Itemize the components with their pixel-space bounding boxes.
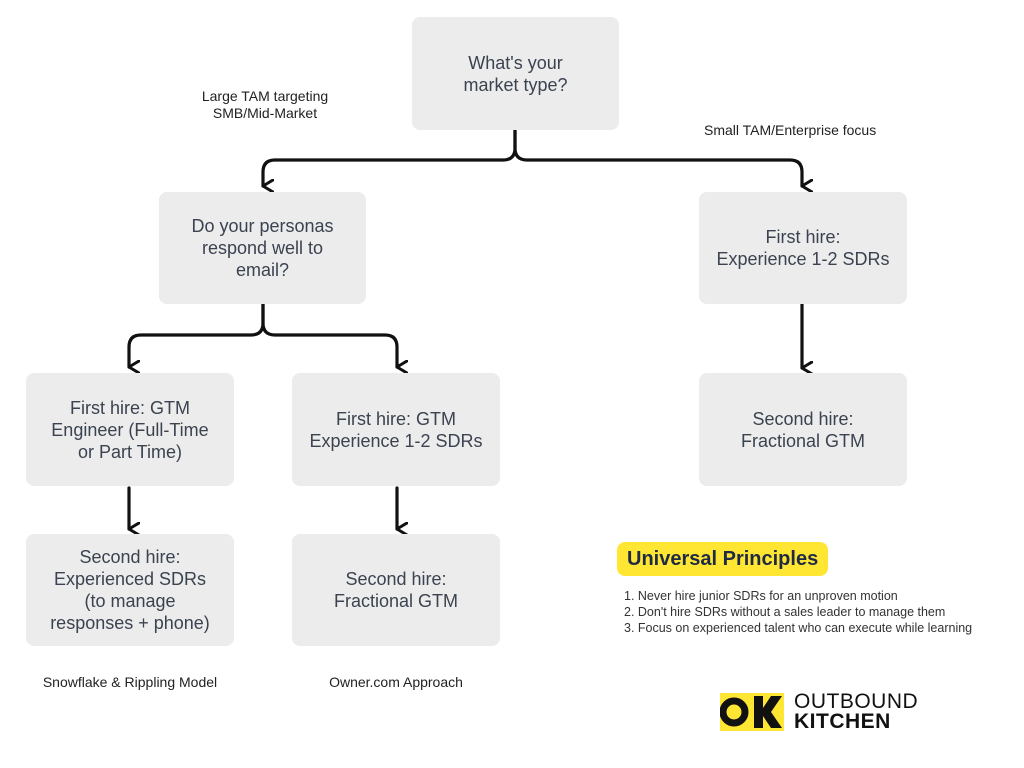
connector-personas-right bbox=[261, 302, 397, 367]
personas-email-question: Do your personas respond well to email? bbox=[159, 192, 366, 304]
principle-item: 2. Don't hire SDRs without a sales leade… bbox=[624, 605, 946, 619]
enterprise-first-hire: First hire: Experience 1-2 SDRs bbox=[699, 192, 907, 304]
principles-list: 1. Never hire junior SDRs for an unprove… bbox=[624, 588, 1024, 636]
gtm-first-hire: First hire: GTM Experience 1-2 SDRs bbox=[292, 373, 500, 486]
logo-line-outbound: OUTBOUND bbox=[794, 690, 919, 713]
model-label-snowflake: Snowflake & Rippling Model bbox=[42, 674, 218, 690]
principle-item: 3. Focus on experienced talent who can e… bbox=[624, 621, 973, 635]
connector-root-right bbox=[513, 128, 802, 186]
principle-item: 1. Never hire junior SDRs for an unprove… bbox=[624, 589, 898, 603]
ok-logo-mark-icon bbox=[720, 693, 784, 731]
branch-label-small-tam: Small TAM/Enterprise focus bbox=[704, 122, 877, 138]
branch-label-large-tam: Large TAM targeting SMB/Mid-Market bbox=[201, 88, 329, 121]
gtm-engineer-first-hire: First hire: GTM Engineer (Full-Time or P… bbox=[26, 373, 234, 486]
enterprise-second-hire: Second hire: Fractional GTM bbox=[699, 373, 907, 486]
market-type-question: What's your market type? bbox=[412, 17, 619, 130]
model-label-owner: Owner.com Approach bbox=[329, 674, 463, 690]
connector-root-left bbox=[261, 128, 517, 186]
connector-personas-left bbox=[127, 302, 265, 367]
experienced-sdrs-second-hire: Second hire: Experienced SDRs (to manage… bbox=[26, 534, 234, 646]
principles-title: Universal Principles bbox=[617, 542, 829, 576]
fractional-second-hire: Second hire: Fractional GTM bbox=[292, 534, 500, 646]
logo-line-kitchen: KITCHEN bbox=[794, 710, 891, 733]
logo-wordmark: OUTBOUND KITCHEN bbox=[794, 690, 934, 733]
